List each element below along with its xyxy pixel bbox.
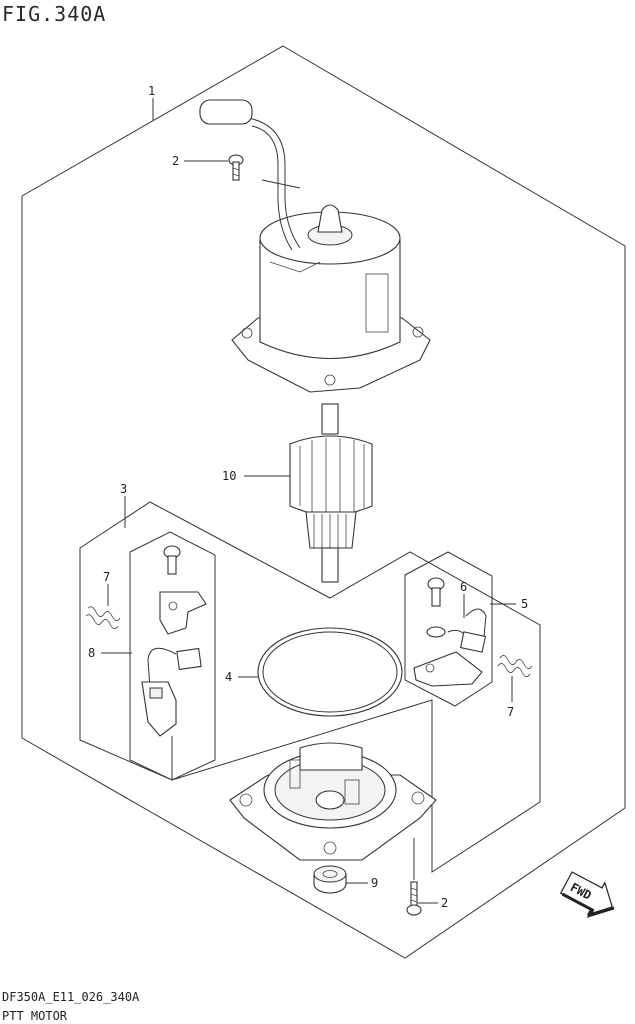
- screw-2-top: [228, 154, 244, 181]
- callout-1: 1: [148, 84, 155, 98]
- brush-holder-group-left: [129, 531, 216, 781]
- callout-10: 10: [222, 469, 236, 483]
- figure-code: DF350A_E11_026_340A: [2, 990, 140, 1004]
- motor-cable: [199, 99, 301, 251]
- assembly-boundary-1: [21, 45, 626, 959]
- leader-lines: [101, 98, 516, 904]
- callout-7-right: 7: [507, 705, 514, 719]
- spring-7-right: [497, 655, 533, 677]
- fwd-arrow: FWD: [559, 871, 615, 918]
- callout-7-left: 7: [103, 570, 110, 584]
- callout-3: 3: [120, 482, 127, 496]
- o-ring-4: [257, 627, 403, 717]
- callout-5: 5: [521, 597, 528, 611]
- callout-4: 4: [225, 670, 232, 684]
- motor-housing: [231, 204, 431, 393]
- figure-title: FIG.340A: [2, 2, 107, 26]
- bushing-9: [313, 865, 347, 894]
- screw-2-bottom: [406, 881, 422, 916]
- assembly-boundary-3: [79, 501, 541, 873]
- callout-6: 6: [460, 580, 467, 594]
- spring-7-left: [85, 606, 121, 629]
- callout-9: 9: [371, 876, 378, 890]
- armature-10: [289, 403, 373, 583]
- callout-2-bottom: 2: [441, 896, 448, 910]
- motor-end-cover: [229, 742, 437, 861]
- brush-holder-5: [413, 577, 487, 687]
- brush-holder-group-right: [404, 551, 493, 707]
- figure-name: PTT MOTOR: [2, 1009, 68, 1023]
- callout-8: 8: [88, 646, 95, 660]
- callout-2-top: 2: [172, 154, 179, 168]
- brush-holder-8: [141, 545, 207, 737]
